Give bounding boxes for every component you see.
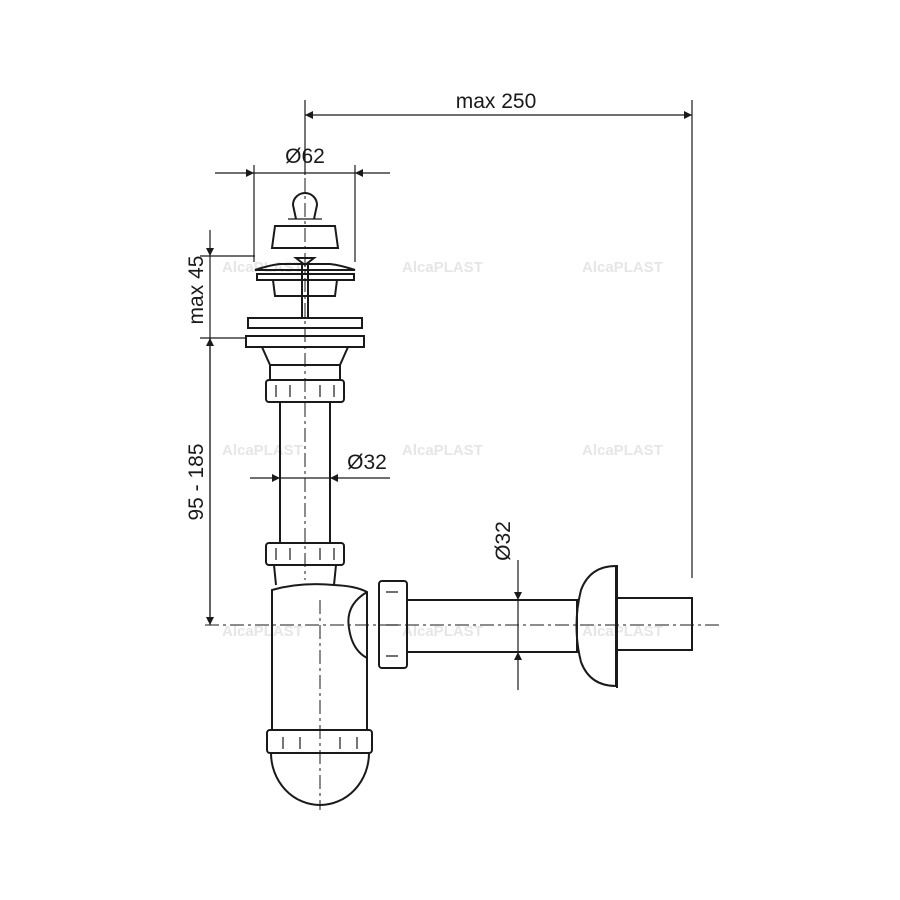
dimension-lines (200, 100, 693, 690)
stopper-plug (270, 225, 340, 249)
center-lines (205, 178, 720, 810)
dim-outlet-diameter-32: Ø32 (492, 521, 515, 561)
bottle-body (271, 583, 368, 730)
dim-max-250: max 250 (456, 90, 537, 113)
watermark: AlcaPLAST (402, 259, 483, 276)
watermark: AlcaPLAST (582, 259, 663, 276)
dim-diameter-62: Ø62 (285, 145, 325, 168)
wall-pipe (618, 597, 693, 651)
dim-95-185: 95 - 185 (185, 443, 208, 520)
watermarks: AlcaPLAST AlcaPLAST AlcaPLAST AlcaPLAST … (222, 259, 663, 640)
watermark: AlcaPLAST (222, 442, 303, 459)
siphon-parts (245, 192, 693, 806)
watermark: AlcaPLAST (402, 623, 483, 640)
watermark: AlcaPLAST (402, 442, 483, 459)
wall-escutcheon (575, 564, 617, 688)
strainer-cap (254, 263, 356, 271)
watermark: AlcaPLAST (222, 623, 303, 640)
dim-max-45: max 45 (185, 256, 208, 325)
stopper-ring (291, 192, 319, 220)
watermark: AlcaPLAST (582, 442, 663, 459)
dim-inlet-diameter-32: Ø32 (347, 451, 387, 474)
watermark: AlcaPLAST (582, 623, 663, 640)
